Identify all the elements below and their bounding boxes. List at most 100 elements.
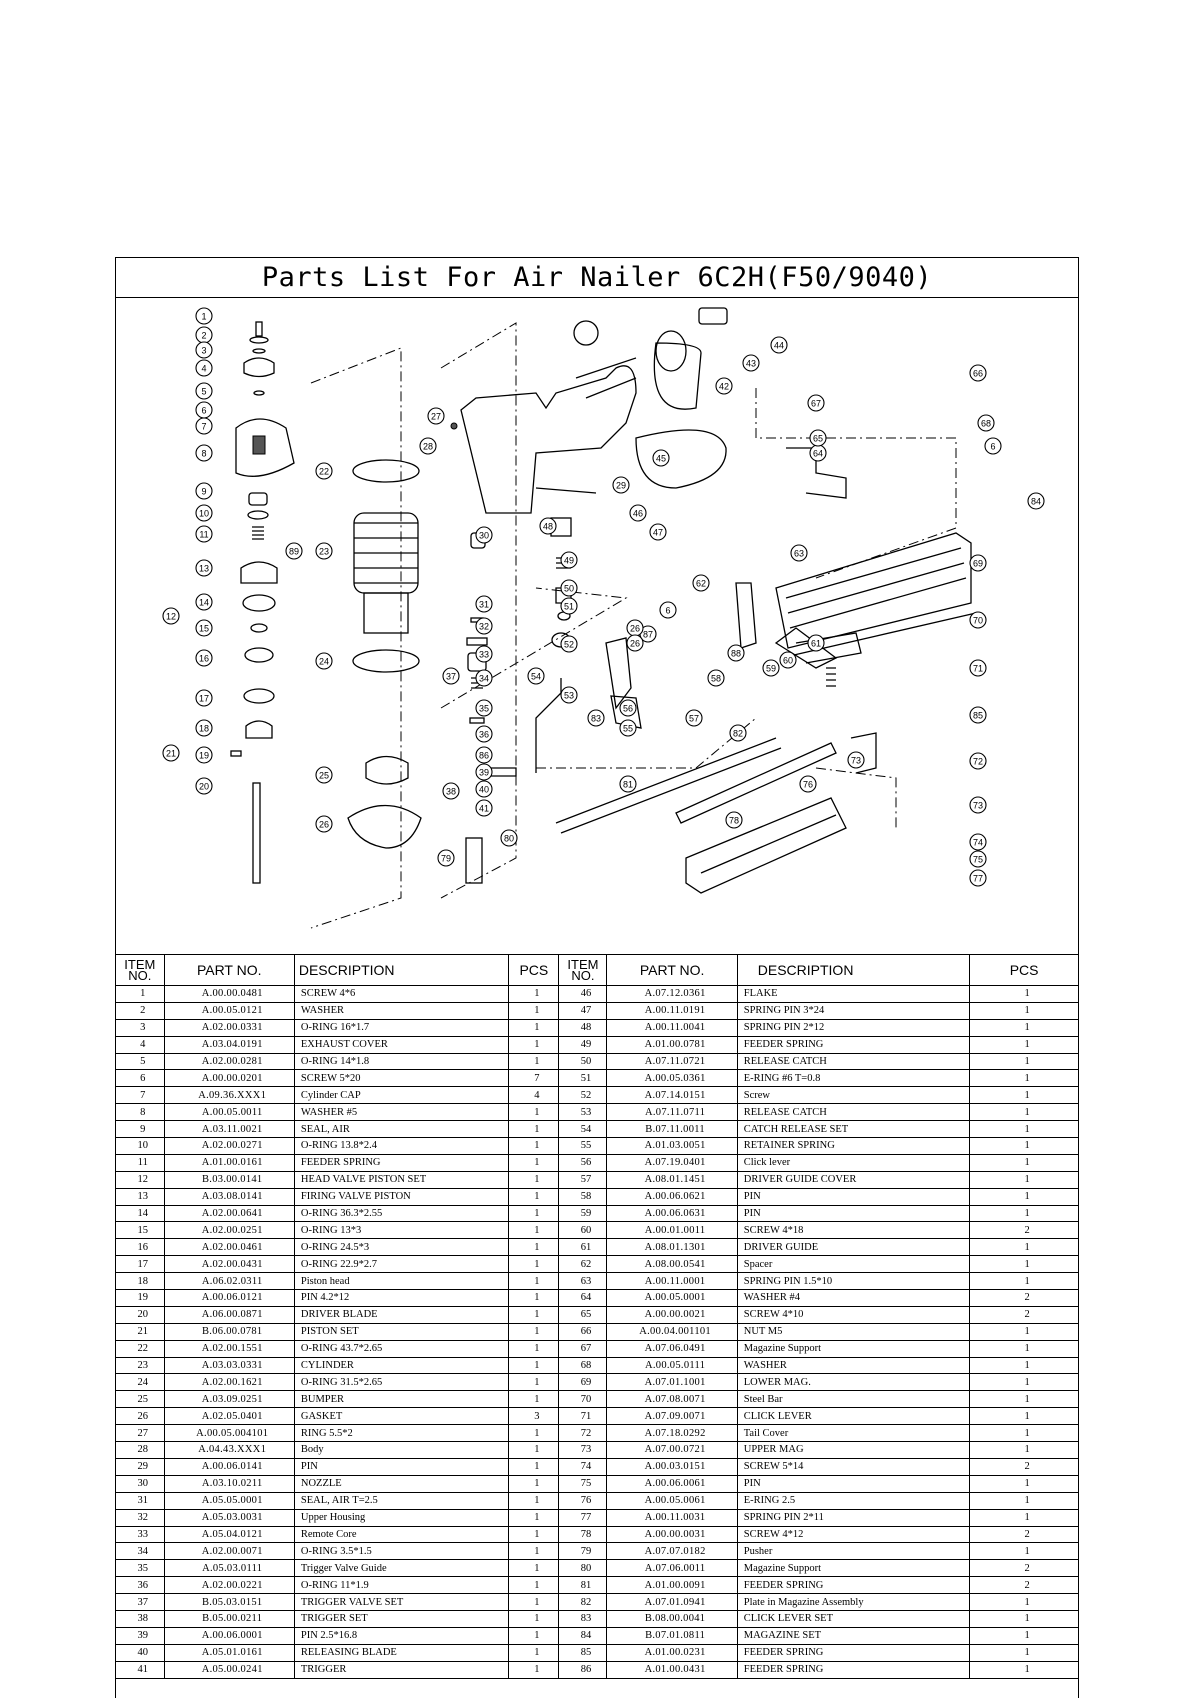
svg-text:86: 86 — [479, 751, 489, 761]
callout-56: 56 — [619, 699, 637, 717]
item-no-cell: 18 — [116, 1272, 165, 1291]
pcs-cell: 4 — [508, 1086, 560, 1105]
callout-53: 53 — [560, 686, 578, 704]
pcs-cell: 1 — [508, 1036, 560, 1054]
svg-text:8: 8 — [201, 449, 206, 459]
pcs-cell: 1 — [508, 1188, 560, 1206]
svg-text:22: 22 — [319, 467, 329, 477]
item-no-cell: 73 — [558, 1441, 608, 1459]
svg-text:34: 34 — [479, 674, 489, 684]
pcs-cell: 1 — [969, 1475, 1078, 1493]
description-cell: SPRING PIN 2*12 — [737, 1019, 971, 1037]
description-cell: Screw — [737, 1086, 971, 1105]
pcs-cell: 1 — [969, 1205, 1078, 1223]
item-no-cell: 83 — [558, 1610, 608, 1628]
svg-text:68: 68 — [981, 419, 991, 429]
pcs-cell: 1 — [969, 1407, 1078, 1426]
part-no-cell: A.07.08.0071 — [606, 1390, 738, 1409]
callout-2: 2 — [195, 326, 213, 344]
svg-text:6: 6 — [990, 442, 995, 452]
description-cell: EXHAUST COVER — [294, 1036, 510, 1054]
pcs-cell: 1 — [969, 1424, 1078, 1443]
svg-text:74: 74 — [973, 838, 983, 848]
svg-text:67: 67 — [811, 399, 821, 409]
description-cell: CATCH RELEASE SET — [737, 1120, 971, 1139]
part-no-cell: A.07.01.1001 — [606, 1373, 738, 1392]
pcs-cell: 1 — [508, 1306, 560, 1324]
pcs-cell: 1 — [969, 1137, 1078, 1155]
item-no-cell: 49 — [558, 1036, 608, 1054]
part-no-cell: A.00.06.0061 — [606, 1475, 738, 1493]
callout-73: 73 — [847, 751, 865, 769]
pcs-cell: 1 — [508, 1103, 560, 1122]
item-no-cell: 66 — [558, 1323, 608, 1341]
svg-text:71: 71 — [973, 664, 983, 674]
item-no-cell: 65 — [558, 1306, 608, 1324]
callout-4: 4 — [195, 359, 213, 377]
callout-83: 83 — [587, 709, 605, 727]
description-cell: PIN 4.2*12 — [294, 1289, 510, 1307]
svg-text:52: 52 — [564, 640, 574, 650]
pcs-cell: 1 — [508, 1559, 560, 1578]
callout-37: 37 — [442, 667, 460, 685]
item-no-cell: 40 — [116, 1644, 165, 1662]
svg-text:23: 23 — [319, 547, 329, 557]
item-no-cell: 50 — [558, 1053, 608, 1071]
item-no-header: ITEM NO. — [116, 955, 165, 986]
svg-text:54: 54 — [531, 672, 541, 682]
item-no-cell: 84 — [558, 1627, 608, 1645]
description-cell: O-RING 31.5*2.65 — [294, 1373, 510, 1392]
svg-text:35: 35 — [479, 704, 489, 714]
svg-text:14: 14 — [199, 598, 209, 608]
part-no-cell: A.07.14.0151 — [606, 1086, 738, 1105]
sheet-title: Parts List For Air Nailer 6C2H(F50/9040) — [116, 258, 1078, 298]
svg-text:21: 21 — [166, 749, 176, 759]
part-no-cell: A.07.06.0491 — [606, 1340, 738, 1358]
guide-line — [440, 587, 628, 709]
part-no-cell: A.00.06.0621 — [606, 1188, 738, 1206]
svg-text:49: 49 — [564, 556, 574, 566]
callout-45: 45 — [652, 449, 670, 467]
pcs-cell: 1 — [969, 1103, 1078, 1122]
callout-89: 89 — [285, 542, 303, 560]
callout-12: 12 — [162, 607, 180, 625]
part-no-cell: A.01.00.0781 — [606, 1036, 738, 1054]
svg-text:58: 58 — [711, 674, 721, 684]
pcs-cell: 1 — [969, 1053, 1078, 1071]
description-cell: DRIVER BLADE — [294, 1306, 510, 1324]
pcs-cell: 1 — [969, 1610, 1078, 1628]
pcs-cell: 1 — [969, 1509, 1078, 1527]
description-cell: RELEASE CATCH — [737, 1103, 971, 1122]
item-no-cell: 41 — [116, 1661, 165, 1679]
svg-text:10: 10 — [199, 509, 209, 519]
part-no-cell: A.02.00.0641 — [164, 1205, 295, 1223]
part-no-cell: A.05.04.0121 — [164, 1526, 295, 1544]
callout-6: 6 — [659, 601, 677, 619]
part-no-cell: A.00.05.0361 — [606, 1069, 738, 1088]
callout-85: 85 — [969, 706, 987, 724]
part-no-cell: A.01.00.0431 — [606, 1661, 738, 1679]
pcs-cell: 2 — [969, 1559, 1078, 1578]
description-cell: O-RING 16*1.7 — [294, 1019, 510, 1037]
item-no-cell: 46 — [558, 985, 608, 1003]
part-no-cell: A.00.03.0151 — [606, 1458, 738, 1476]
description-cell: PIN — [737, 1188, 971, 1206]
svg-text:13: 13 — [199, 564, 209, 574]
callout-79: 79 — [437, 849, 455, 867]
callout-10: 10 — [195, 504, 213, 522]
callout-69: 69 — [969, 554, 987, 572]
svg-text:32: 32 — [479, 622, 489, 632]
description-cell: PIN — [294, 1458, 510, 1476]
svg-text:18: 18 — [199, 724, 209, 734]
description-cell: FEEDER SPRING — [737, 1644, 971, 1662]
pcs-cell: 1 — [508, 1323, 560, 1341]
item-no-cell: 82 — [558, 1593, 608, 1611]
